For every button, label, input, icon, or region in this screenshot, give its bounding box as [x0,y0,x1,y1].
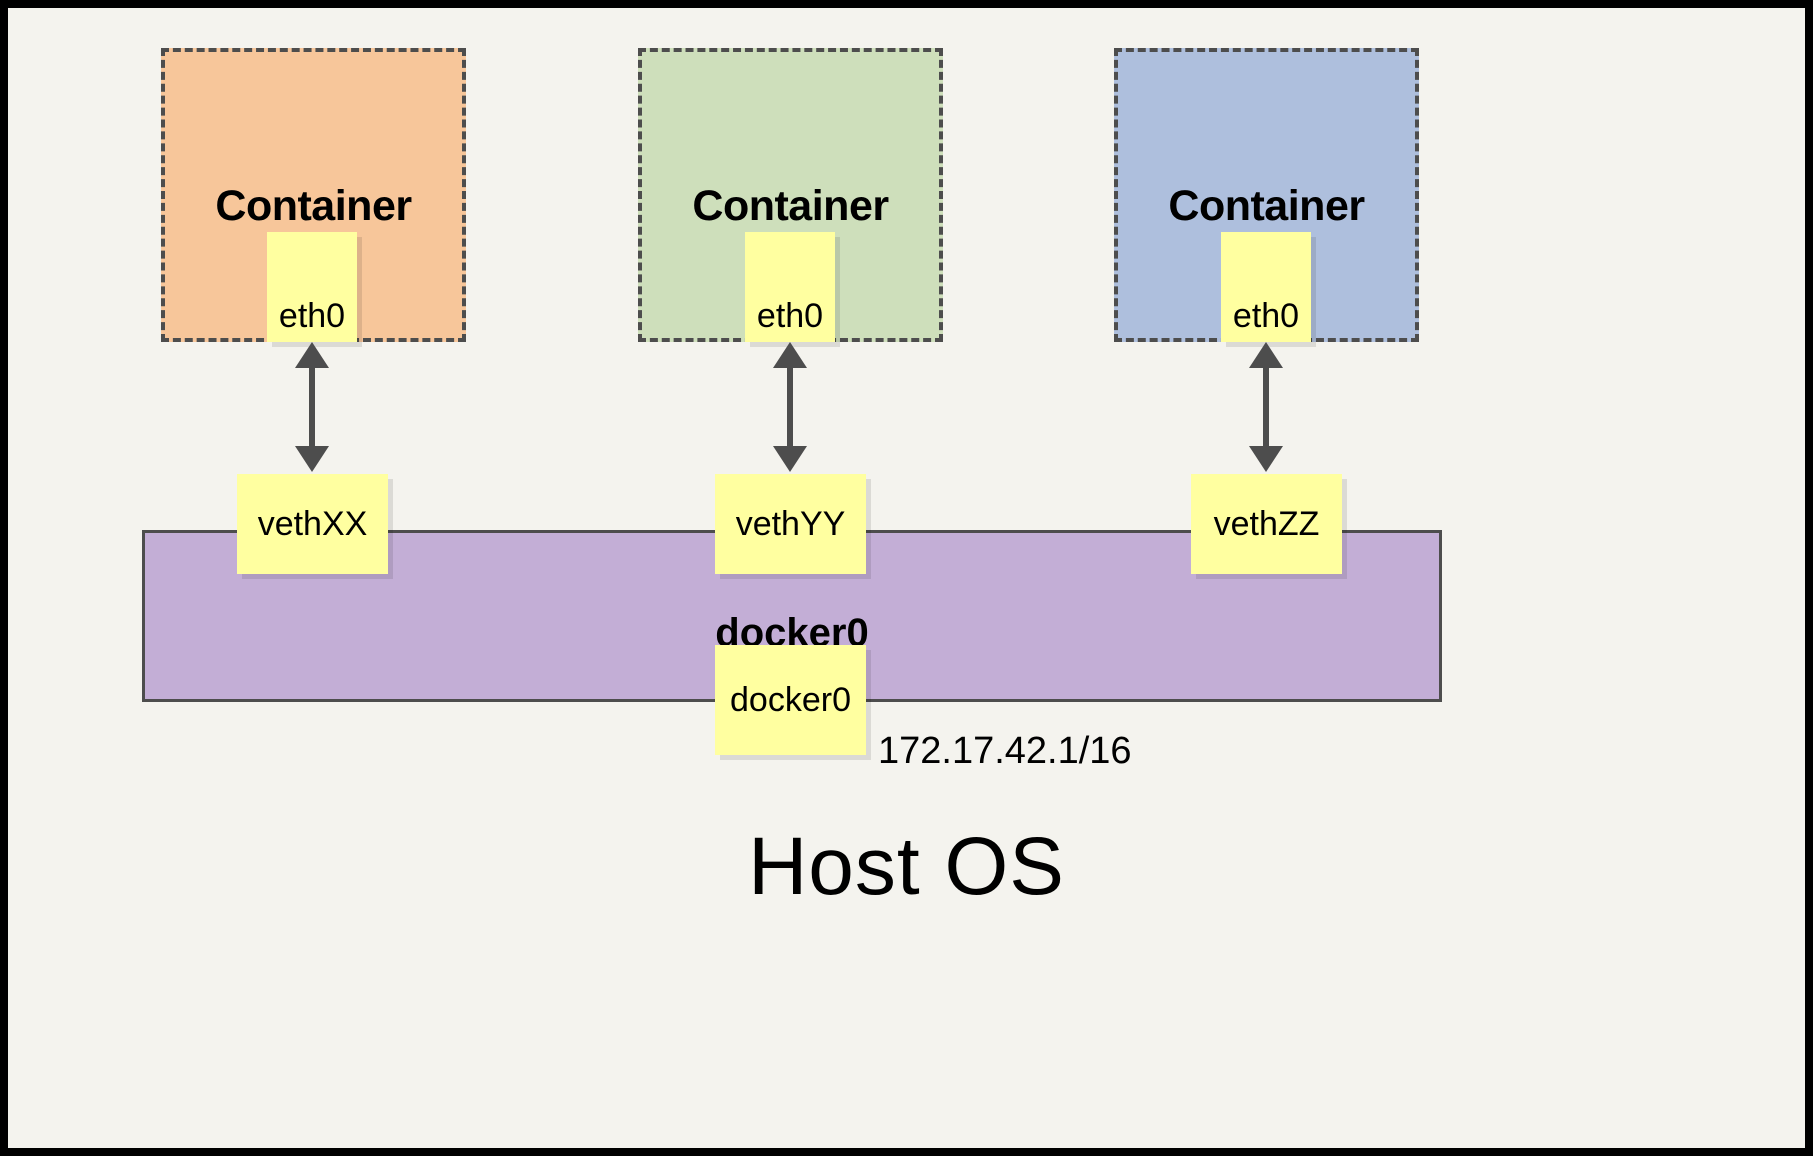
veth-chip-1: vethXX [237,474,388,574]
arrow-shaft-2 [787,362,793,452]
container-title-1: Container [215,182,412,230]
container-eth0-chip-2: eth0 [745,232,835,342]
arrow-shaft-3 [1263,362,1269,452]
veth-chip-2: vethYY [715,474,866,574]
container-eth0-chip-1: eth0 [267,232,357,342]
container-title-3: Container [1168,182,1365,230]
arrow-head-down-3 [1249,446,1283,472]
host-os-label: Host OS [748,821,1065,912]
arrow-head-down-2 [773,446,807,472]
arrow-shaft-1 [309,362,315,452]
arrow-head-down-1 [295,446,329,472]
container-title-2: Container [692,182,889,230]
docker0-ip-address: 172.17.42.1/16 [878,730,1132,772]
veth-chip-3: vethZZ [1191,474,1342,574]
container-eth0-chip-3: eth0 [1221,232,1311,342]
docker0-interface-chip: docker0 [715,645,866,755]
diagram-surface: Container eth0 Container eth0 Container … [8,8,1805,1148]
